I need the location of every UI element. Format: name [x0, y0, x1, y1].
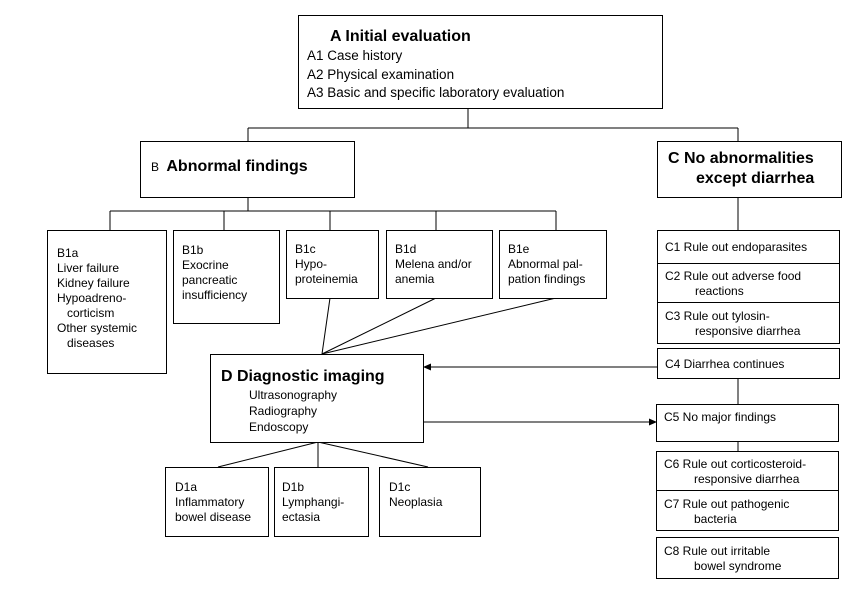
- box-d-item-1: Ultrasonography: [249, 388, 338, 402]
- box-b-letter: B: [151, 160, 160, 174]
- box-c8-line-1: C8 Rule out irritable: [664, 544, 771, 558]
- box-d1b-line-2: ectasia: [282, 510, 321, 524]
- box-b1a-line-3: Hypoadreno-: [57, 291, 127, 305]
- connector-d-d1c: [317, 441, 429, 468]
- box-a-item-2: A2 Physical examination: [307, 66, 455, 82]
- box-b1d-label: B1d: [395, 242, 417, 256]
- box-d-title: D Diagnostic imaging: [221, 368, 385, 385]
- box-c4: C4 Diarrhea continues: [657, 348, 840, 379]
- box-c-no-abnormalities: C No abnormalities except diarrhea: [657, 141, 842, 198]
- connector-b1d-d: [321, 297, 437, 355]
- box-d1a: D1a Inflammatory bowel disease: [165, 467, 269, 537]
- box-c7-line-1: C7 Rule out pathogenic: [664, 497, 790, 511]
- box-b1e-label: B1e: [508, 242, 530, 256]
- connector-d-d1a: [217, 441, 319, 468]
- box-b-abnormal-findings: B Abnormal findings: [140, 141, 355, 198]
- box-b1b: B1b Exocrine pancreatic insufficiency: [173, 230, 280, 324]
- box-c3-line-1: C3 Rule out tylosin-: [665, 309, 770, 323]
- connector-b1c-d: [321, 297, 331, 355]
- box-d1c-label: D1c: [389, 480, 411, 494]
- box-c6-line-2: responsive diarrhea: [694, 472, 800, 486]
- box-d1b: D1b Lymphangi- ectasia: [274, 467, 369, 537]
- box-b1a-label: B1a: [57, 246, 79, 260]
- box-d1b-label: D1b: [282, 480, 305, 494]
- box-c1: C1 Rule out endoparasites: [657, 230, 840, 264]
- box-c5-text: C5 No major findings: [664, 410, 777, 424]
- box-b1a: B1a Liver failure Kidney failure Hypoadr…: [47, 230, 167, 374]
- box-c6: C6 Rule out corticosteroid- responsive d…: [656, 451, 839, 491]
- box-d1a-label: D1a: [175, 480, 198, 494]
- box-c2-line-2: reactions: [695, 284, 744, 298]
- box-c4-text: C4 Diarrhea continues: [665, 357, 785, 371]
- box-c7: C7 Rule out pathogenic bacteria: [656, 490, 839, 531]
- box-c5: C5 No major findings: [656, 404, 839, 442]
- box-b1a-line-4: corticism: [67, 306, 115, 320]
- box-b1d: B1d Melena and/or anemia: [386, 230, 493, 299]
- box-b1d-line-1: Melena and/or: [395, 257, 472, 271]
- box-d-item-3: Endoscopy: [249, 420, 309, 434]
- box-a-initial-evaluation: A Initial evaluation A1 Case history A2 …: [298, 15, 663, 109]
- box-c8: C8 Rule out irritable bowel syndrome: [656, 537, 839, 579]
- box-b1b-line-1: Exocrine: [182, 258, 229, 272]
- box-b1a-line-5: Other systemic: [57, 321, 138, 335]
- box-b1b-line-3: insufficiency: [182, 288, 248, 302]
- box-d-diagnostic-imaging: D Diagnostic imaging Ultrasonography Rad…: [210, 354, 424, 443]
- box-c8-line-2: bowel syndrome: [694, 559, 782, 573]
- box-b1b-label: B1b: [182, 243, 204, 257]
- box-b1e-line-1: Abnormal pal-: [508, 257, 583, 271]
- box-c-title-line-1: C No abnormalities: [668, 150, 814, 167]
- box-a-title: A Initial evaluation: [330, 28, 471, 45]
- box-b1a-line-2: Kidney failure: [57, 276, 130, 290]
- connector-b1e-d: [321, 297, 557, 355]
- box-d1c-line-1: Neoplasia: [389, 495, 443, 509]
- box-c3: C3 Rule out tylosin- responsive diarrhea: [657, 302, 840, 344]
- box-c6-line-1: C6 Rule out corticosteroid-: [664, 457, 807, 471]
- box-c-title-line-2: except diarrhea: [696, 170, 815, 187]
- box-d1c: D1c Neoplasia: [379, 467, 481, 537]
- box-d-item-2: Radiography: [249, 404, 318, 418]
- box-b1e: B1e Abnormal pal- pation findings: [499, 230, 607, 299]
- box-c3-line-2: responsive diarrhea: [695, 324, 801, 338]
- box-d1b-line-1: Lymphangi-: [282, 495, 345, 509]
- box-b1a-line-1: Liver failure: [57, 261, 120, 275]
- box-a-item-1: A1 Case history: [307, 48, 403, 63]
- box-c7-line-2: bacteria: [694, 512, 737, 526]
- box-b1c-line-2: proteinemia: [295, 272, 358, 286]
- box-b1e-line-2: pation findings: [508, 272, 586, 286]
- box-b1d-line-2: anemia: [395, 272, 435, 286]
- box-a-item-3: A3 Basic and specific laboratory evaluat…: [307, 85, 565, 100]
- box-b1b-line-2: pancreatic: [182, 273, 238, 287]
- box-b1c: B1c Hypo- proteinemia: [286, 230, 379, 299]
- box-c2: C2 Rule out adverse food reactions: [657, 263, 840, 303]
- box-b1a-line-6: diseases: [67, 336, 115, 350]
- box-d1a-line-2: bowel disease: [175, 510, 252, 524]
- box-b1c-line-1: Hypo-: [295, 257, 328, 271]
- box-b-title: Abnormal findings: [166, 158, 308, 175]
- box-d1a-line-1: Inflammatory: [175, 495, 245, 509]
- box-b1c-label: B1c: [295, 242, 316, 256]
- box-c1-text: C1 Rule out endoparasites: [665, 240, 808, 254]
- box-c2-line-1: C2 Rule out adverse food: [665, 269, 802, 283]
